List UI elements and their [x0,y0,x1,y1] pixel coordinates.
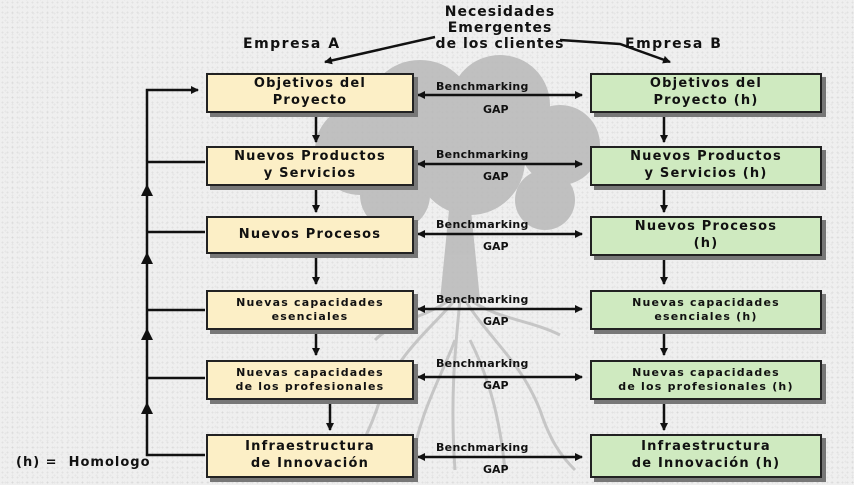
feedback-loop [145,86,205,457]
benchmarking-label: Benchmarking [436,357,529,370]
company-b-box-core-capabilities: Nuevas capacidades esenciales (h) [590,290,822,330]
gap-label: GAP [483,463,509,476]
company-a-label: Empresa A [243,36,341,52]
company-a-box-project-objectives: Objetivos del Proyecto [206,73,414,113]
company-b-box-project-objectives: Objetivos del Proyecto (h) [590,73,822,113]
customer-needs-label: Necesidades Emergentes de los clientes [435,4,565,53]
gap-label: GAP [483,103,509,116]
company-a-box-innovation-infrastructure: Infraestructura de Innovación [206,434,414,478]
benchmarking-label: Benchmarking [436,80,529,93]
benchmarking-label: Benchmarking [436,293,529,306]
needs-arrow-a [324,35,436,65]
gap-label: GAP [483,170,509,183]
homologo-legend: (h) = Homologo [16,455,151,470]
company-a-box-core-capabilities: Nuevas capacidades esenciales [206,290,414,330]
benchmarking-label: Benchmarking [436,441,529,454]
gap-label: GAP [483,379,509,392]
gap-label: GAP [483,315,509,328]
company-b-box-new-processes: Nuevos Procesos (h) [590,216,822,256]
needs-arrow-b [559,38,671,64]
company-a-box-new-processes: Nuevos Procesos [206,216,414,254]
company-b-box-new-products: Nuevos Productos y Servicios (h) [590,146,822,186]
benchmarking-label: Benchmarking [436,148,529,161]
benchmarking-label: Benchmarking [436,218,529,231]
company-a-box-professional-capabilities: Nuevas capacidades de los profesionales [206,360,414,400]
company-b-box-innovation-infrastructure: Infraestructura de Innovación (h) [590,434,822,478]
company-b-box-professional-capabilities: Nuevas capacidades de los profesionales … [590,360,822,400]
company-a-box-new-products: Nuevos Productos y Servicios [206,146,414,186]
company-b-label: Empresa B [625,36,723,52]
gap-label: GAP [483,240,509,253]
